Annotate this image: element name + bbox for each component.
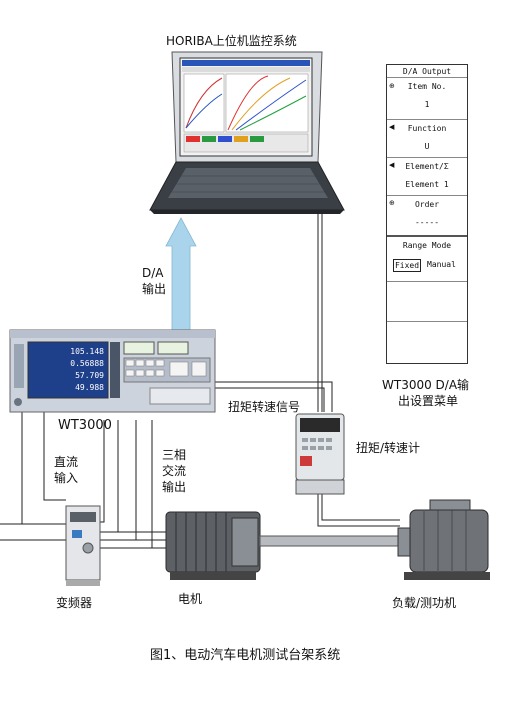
da-label-line1: D/A (142, 266, 164, 280)
function-value: U (424, 142, 430, 151)
da-output-menu: D/A Output ⊕ Item No. 1 ◀ Function U ◀ E… (386, 64, 468, 364)
item-no-label: Item No. (407, 82, 447, 91)
dc-input-line2: 输入 (54, 471, 79, 485)
da-menu-title: D/A Output (402, 67, 452, 76)
order-value: ----- (414, 218, 440, 227)
function-label: Function (407, 124, 447, 133)
menu-order[interactable]: ⊕ Order ----- (387, 195, 467, 235)
torque-speed-signal-label: 扭矩转速信号 (228, 400, 301, 414)
wt3000-display: 105.148 0.56888 57.709 49.988 (40, 346, 104, 394)
item-no-icon: ⊕ (389, 82, 395, 90)
laptop-illustration (149, 51, 345, 214)
menu-range-mode[interactable]: Range Mode Fixed Manual (387, 235, 467, 281)
wt3000-reading: 0.56888 (70, 359, 104, 368)
inverter-label: 变频器 (56, 596, 93, 610)
menu-element[interactable]: ◀ Element/Σ Element 1 (387, 157, 467, 195)
dc-input-line1: 直流 (54, 455, 79, 469)
left-arrow-icon: ◀ (389, 161, 395, 169)
element-label: Element/Σ (405, 162, 449, 171)
motor-device (165, 511, 401, 580)
menu-empty-slot (387, 321, 467, 363)
wt3000-reading: 49.988 (75, 383, 104, 392)
range-manual-option[interactable]: Manual (427, 260, 456, 269)
three-phase-line3: 输出 (162, 480, 187, 494)
da-output-arrow (165, 217, 197, 333)
wt3000-reading: 105.148 (70, 347, 104, 356)
dynamometer-device (397, 499, 490, 580)
torque-meter-device (295, 413, 345, 495)
menu-function[interactable]: ◀ Function U (387, 119, 467, 157)
wt3000-label: WT3000 (58, 418, 112, 433)
three-phase-line2: 交流 (162, 464, 187, 478)
range-fixed-option[interactable]: Fixed (393, 259, 421, 272)
wt3000-instrument (9, 329, 216, 413)
order-label: Order (414, 200, 440, 209)
torque-meter-label: 扭矩/转速计 (356, 441, 421, 455)
element-value: Element 1 (405, 180, 449, 189)
da-menu-header: D/A Output (387, 65, 467, 77)
left-arrow-icon: ◀ (389, 123, 395, 131)
range-mode-label: Range Mode (402, 241, 452, 250)
inverter-device (65, 505, 101, 586)
motor-label: 电机 (178, 592, 203, 606)
load-dynamometer-label: 负载/测功机 (392, 596, 457, 610)
menu-item-no[interactable]: ⊕ Item No. 1 (387, 77, 467, 119)
wt3000-reading: 57.709 (75, 371, 104, 380)
pc-monitor-title: HORIBA上位机监控系统 (166, 34, 297, 48)
three-phase-line1: 三相 (162, 448, 187, 462)
wiring (0, 212, 400, 549)
item-no-value: 1 (424, 100, 430, 109)
figure-caption: 图1、电动汽车电机测试台架系统 (150, 648, 341, 663)
menu-empty-slot (387, 281, 467, 321)
da-label-line2: 输出 (142, 282, 167, 296)
menu-caption-line2: 出设置菜单 (398, 394, 459, 408)
menu-caption-line1: WT3000 D/A输 (382, 378, 470, 392)
order-dial-icon: ⊕ (389, 199, 395, 207)
